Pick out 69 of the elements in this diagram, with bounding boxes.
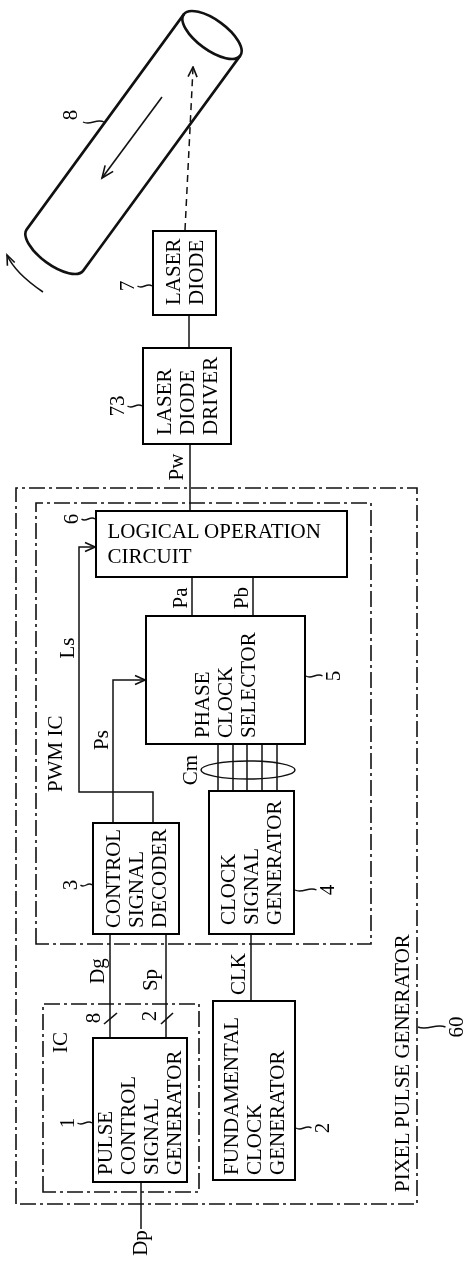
leader-line (295, 1126, 313, 1130)
circuit-block (152, 230, 217, 316)
arrow (78, 541, 154, 823)
module-boundary (42, 1003, 200, 1193)
circuit-block (95, 510, 348, 578)
reference-number: 1 (56, 1116, 78, 1130)
signal-line (165, 934, 167, 1038)
leader-line (80, 517, 96, 521)
block-label: LOGICAL OPERATION CIRCUIT (107, 519, 321, 568)
signal-name: CLK (227, 953, 249, 995)
module-boundary (15, 487, 418, 1205)
signal-line (109, 934, 111, 1038)
block-label: PHASE CLOCK SELECTOR (191, 632, 260, 738)
leader-line (294, 888, 318, 892)
reference-number: 8 (59, 109, 81, 121)
leader-line (136, 284, 153, 288)
signal-line (252, 577, 254, 616)
signal-line (191, 577, 193, 616)
signal-name: Ps (90, 730, 112, 750)
signal-name: Ls (56, 637, 78, 659)
bus-width-label: 8 (82, 1012, 104, 1024)
signal-name: Cm (179, 754, 201, 786)
leader-line (76, 1121, 93, 1125)
reference-number: 7 (116, 279, 138, 293)
reference-number: 73 (106, 394, 128, 418)
block-label: CLOCK SIGNAL GENERATOR (217, 800, 286, 925)
leader-line (417, 1025, 447, 1029)
signal-name: Sp (139, 968, 161, 992)
reference-number: 6 (60, 512, 82, 526)
boundary-label: IC (49, 1032, 72, 1053)
signal-name: Dg (86, 958, 108, 984)
signal-name: Pa (169, 587, 191, 609)
module-boundary (35, 502, 372, 945)
dashed-arrow (184, 66, 198, 231)
circuit-block (145, 615, 306, 745)
signal-line (246, 744, 248, 791)
bus-width-label: 2 (138, 1010, 160, 1022)
signal-line (250, 934, 252, 1001)
reference-number: 3 (59, 878, 81, 892)
reference-number: 60 (445, 1015, 467, 1039)
circuit-block (142, 347, 232, 445)
signal-line (232, 744, 234, 791)
reference-number: 2 (311, 1121, 333, 1135)
boundary-label: PIXEL PULSE GENERATOR (391, 934, 414, 1192)
circuit-block (212, 1000, 296, 1181)
signal-line (261, 744, 263, 791)
signal-line (188, 315, 190, 348)
block-label: LASER DIODE (161, 238, 208, 305)
leader-line (126, 404, 143, 408)
reference-number: 4 (316, 883, 338, 897)
block-label: CONTROL SIGNAL DECODER (101, 828, 171, 928)
leader-line (79, 883, 93, 887)
circuit-block (92, 1037, 188, 1183)
block-label: PULSE CONTROL SIGNAL GENERATOR (94, 1050, 186, 1175)
arrow (112, 674, 146, 823)
signal-line (217, 744, 219, 791)
signal-line (276, 744, 278, 791)
signal-line (189, 444, 191, 511)
signal-line (140, 1182, 142, 1230)
signal-name: Pw (165, 453, 187, 481)
block-label: LASER DIODE DRIVER (152, 356, 222, 435)
reference-number: 5 (322, 669, 344, 683)
signal-name: Pb (230, 586, 252, 610)
signal-label: Dp (129, 1229, 152, 1257)
circuit-block (92, 822, 180, 935)
leader-line (305, 674, 324, 678)
block-label: FUNDAMENTAL CLOCK GENERATOR (219, 1017, 289, 1175)
boundary-label: PWM IC (44, 715, 67, 792)
circuit-block (208, 790, 295, 935)
